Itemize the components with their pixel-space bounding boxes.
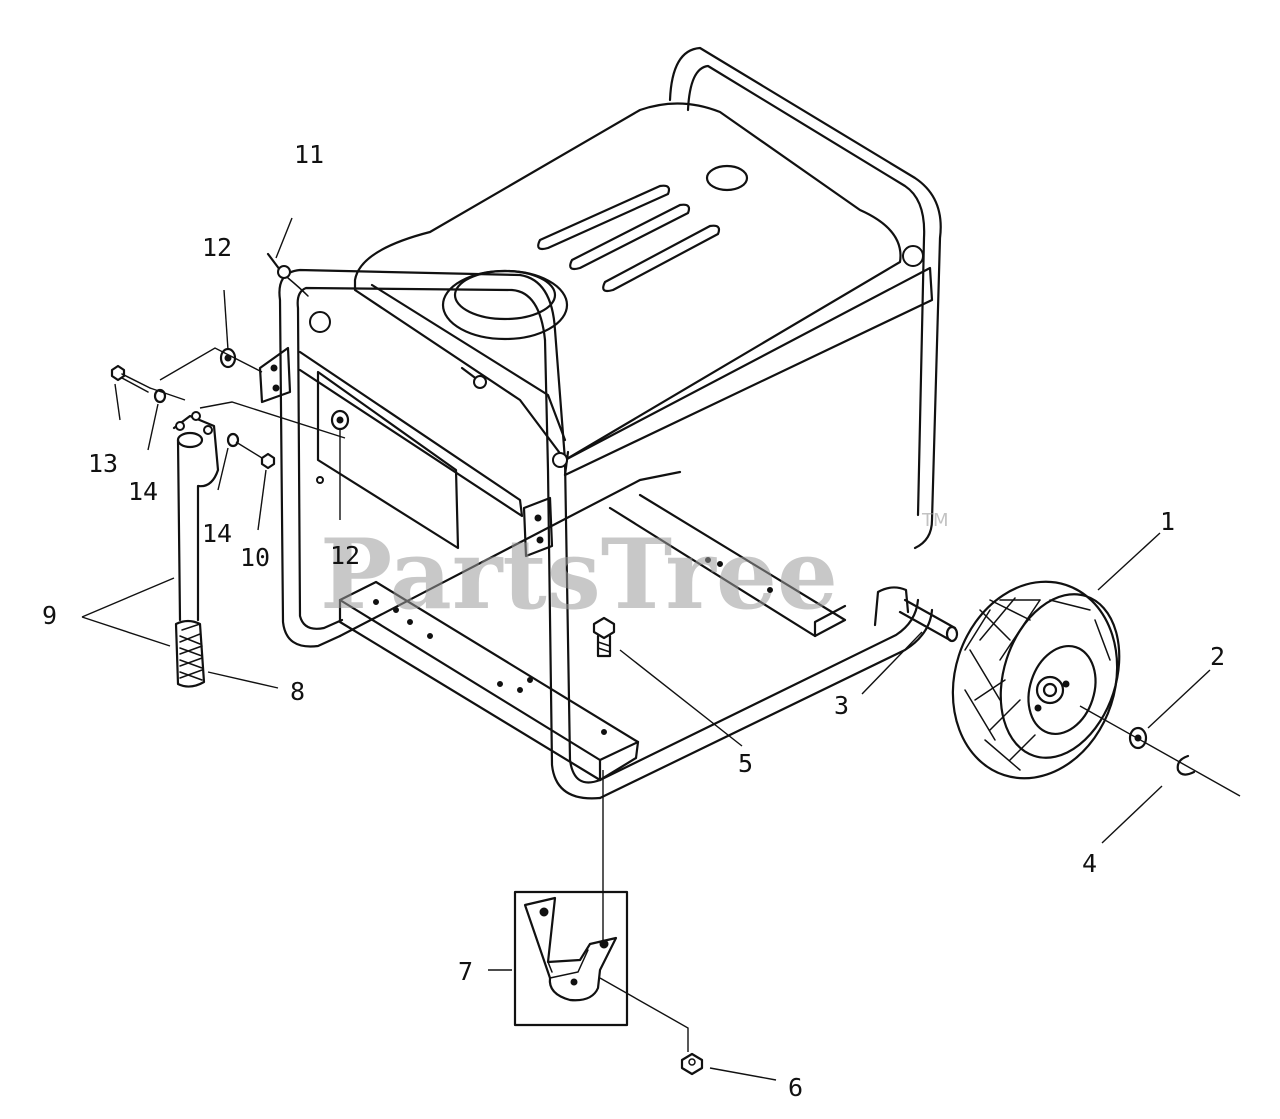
- washer: [226, 432, 240, 448]
- callout-8: 8: [290, 677, 305, 706]
- foot-bracket-callout-box: [513, 890, 629, 1027]
- side-panel: [258, 346, 554, 558]
- callout-13: 13: [88, 449, 118, 478]
- generator-frame: [278, 46, 942, 800]
- callout-3: 3: [834, 691, 849, 720]
- callout-5: 5: [738, 749, 753, 778]
- wheel: [951, 580, 1121, 780]
- lock-nut: [260, 452, 276, 470]
- base-plate: [338, 493, 847, 782]
- callout-6: 6: [788, 1073, 803, 1102]
- washer: [330, 409, 350, 431]
- fuel-tank: [309, 102, 934, 484]
- callout-12-lower: 12: [330, 541, 360, 570]
- handle: [172, 411, 220, 622]
- callout-14-right: 14: [202, 519, 232, 548]
- nut: [680, 1052, 704, 1076]
- foot-bracket: [523, 896, 618, 1002]
- handle-bolt: [110, 364, 151, 393]
- callout-14-left: 14: [128, 477, 158, 506]
- handle-grip: [174, 619, 206, 688]
- callout-7: 7: [458, 957, 473, 986]
- pin: [266, 252, 309, 297]
- callout-4: 4: [1082, 849, 1097, 878]
- callout-1: 1: [1160, 507, 1175, 536]
- callout-9: 9: [42, 601, 57, 630]
- washer: [153, 388, 167, 404]
- callout-2: 2: [1210, 642, 1225, 671]
- callout-12-upper: 12: [202, 233, 232, 262]
- retaining-clip: [1176, 754, 1196, 776]
- callout-10: 10: [240, 543, 270, 572]
- axle: [873, 586, 959, 643]
- watermark-trademark: TM: [921, 510, 949, 531]
- bolt: [592, 616, 616, 735]
- watermark: PartsTree: [320, 518, 838, 631]
- callout-11: 11: [294, 140, 324, 169]
